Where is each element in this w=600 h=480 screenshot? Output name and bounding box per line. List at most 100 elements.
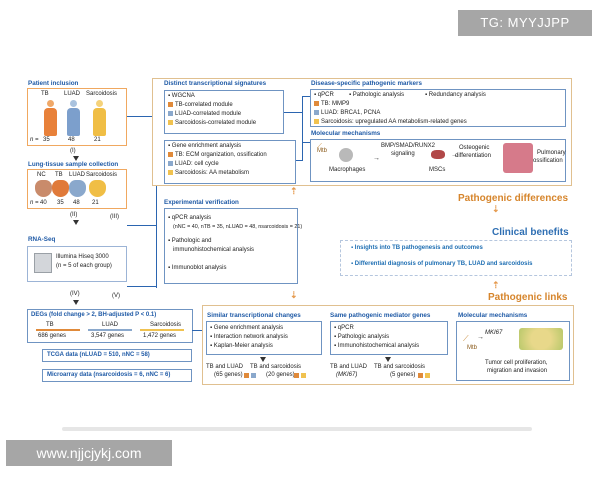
tcga-label: TCGA data (nLUAD = 510, nNC = 58) <box>47 352 150 358</box>
ossification-label: Pulmonary <box>537 150 566 156</box>
degs-count-luad: 3,547 genes <box>91 333 125 339</box>
tb-patient-icon <box>43 100 57 136</box>
degs-group-sarcoidosis: Sarcoidosis <box>150 322 182 328</box>
marker-luad-text: LUAD: BRCA1, PCNA <box>321 110 381 116</box>
mediator-right-count: (5 genes) <box>390 372 416 378</box>
tb-swatch <box>168 102 173 107</box>
down-arrow-icon <box>260 357 266 362</box>
mediator-box: ▪ qPCR ▪ Pathologic analysis ▪ Immunohis… <box>330 321 448 355</box>
verify-qpcr-text: qPCR analysis <box>171 215 212 221</box>
bacteria-icon: ⟋ <box>317 143 322 150</box>
luad-patient-icon <box>66 100 80 136</box>
lung-collection-box: NC TB LUAD Sarcoidosis n = 40 35 48 21 <box>27 169 127 209</box>
patient-inclusion-title: Patient inclusion <box>28 80 79 87</box>
down-arrow-icon: ⇣ <box>492 204 500 214</box>
count-tb: 35 <box>43 137 50 143</box>
verify-pathologic-text: Pathologic and <box>171 238 212 244</box>
count-nc: 40 <box>40 200 47 206</box>
arrow-right-icon: → <box>451 152 458 159</box>
tb-swatch <box>418 373 423 378</box>
connector-line <box>127 116 157 117</box>
enrichment-text: Gene enrichment analysis <box>171 143 242 149</box>
markers-title: Disease-specific pathogenic markers <box>311 80 422 87</box>
patient-inclusion-box: TB LUAD Sarcoidosis n = 35 48 21 <box>27 88 127 146</box>
verify-immunoblot-text: Immunoblot analysis <box>171 265 227 271</box>
tb-swatch <box>314 101 319 106</box>
mtb-label: Mtb <box>317 148 328 154</box>
osteo-label: Osteogenic <box>459 145 490 151</box>
similar-title: Similar transcriptional changes <box>207 312 301 319</box>
degs-group-luad: LUAD <box>102 322 119 328</box>
module-sarcoidosis: Sarcoidosis-correlated module <box>168 120 256 127</box>
distinct-title: Distinct transcriptional signatures <box>164 80 267 87</box>
mtb-label: Mtb <box>467 345 478 351</box>
watermark-top: TG: MYYJJPP <box>458 10 592 36</box>
watermark-bottom: www.njjcjykj.com <box>6 440 172 466</box>
gene-label: MKI67 <box>485 330 503 336</box>
rnaseq-box: Illumina Hiseq 3000 (n = 5 of each group… <box>27 246 127 282</box>
marker-iii: (III) <box>110 214 119 220</box>
down-arrow-icon <box>73 220 79 225</box>
module-sarcoidosis-text: Sarcoidosis-correlated module <box>175 120 257 126</box>
similar-km: ▪ Kaplan-Meier analysis <box>210 343 273 349</box>
module-luad-text: LUAD-correlated module <box>175 111 242 117</box>
n-label: n = <box>30 200 39 206</box>
similar-right-result: TB and sarcoidosis <box>250 364 302 370</box>
mscs-label: MSCs <box>429 167 446 173</box>
connector-line <box>192 330 202 331</box>
similar-km-text: Kaplan-Meier analysis <box>213 343 273 349</box>
method-qpcr-text: qPCR <box>317 92 334 98</box>
macrophage-icon <box>339 148 353 162</box>
marker-i: (I) <box>70 148 76 154</box>
mediator-title: Same pathogenic mediator genes <box>330 312 431 319</box>
sarcoidosis-swatch <box>301 373 306 378</box>
down-arrow-icon <box>385 357 391 362</box>
down-arrow-icon: ⇣ <box>290 290 298 300</box>
group-label-nc: NC <box>37 172 46 178</box>
mediator-left-result: TB and LUAD <box>330 364 368 370</box>
connector-line <box>302 96 303 161</box>
marker-luad: LUAD: BRCA1, PCNA <box>314 110 380 117</box>
similar-right-count: (20 genes) <box>266 372 295 378</box>
arrow-right-icon: → <box>477 334 484 341</box>
group-label-sarcoidosis: Sarcoidosis <box>86 91 118 97</box>
enrichment-box: ▪ Gene enrichment analysis TB: ECM organ… <box>164 140 296 184</box>
similar-network-text: Interaction network analysis <box>213 334 288 340</box>
group-label-tb: TB <box>55 172 63 178</box>
degs-count-tb: 686 genes <box>38 333 67 339</box>
connector-line <box>302 96 310 97</box>
marker-ii: (II) <box>70 212 78 218</box>
ossification-image <box>503 143 533 173</box>
count-luad: 48 <box>73 200 80 206</box>
up-arrow-icon: ⇡ <box>290 186 298 196</box>
method-pathologic: ▪ Pathologic analysis <box>349 92 405 98</box>
tb-swatch <box>244 373 249 378</box>
benefit-diagnosis-text: Differential diagnosis of pulmonary TB, … <box>354 261 533 267</box>
verify-immunoblot: ▪ Immunoblot analysis <box>168 265 227 271</box>
markers-box: ▪ qPCR ▪ Pathologic analysis ▪ Redundanc… <box>310 89 566 127</box>
luad-lung-icon <box>69 180 86 197</box>
clinical-benefits: Clinical benefits <box>492 227 569 238</box>
marker-tb: TB: MMP9 <box>314 101 349 108</box>
count-sarcoidosis: 21 <box>94 137 101 143</box>
luad-underline <box>88 329 132 331</box>
verification-title: Experimental verification <box>164 199 239 206</box>
similar-enrichment: ▪ Gene enrichment analysis <box>210 325 284 331</box>
tb-swatch <box>294 373 299 378</box>
sarcoidosis-lung-icon <box>89 180 106 197</box>
mediator-left-count: (MKI67) <box>336 372 358 378</box>
similar-network: ▪ Interaction network analysis <box>210 334 288 340</box>
method-pathologic-text: Pathologic analysis <box>352 92 405 98</box>
mediator-qpcr-text: qPCR <box>337 325 354 331</box>
connector-line <box>156 88 157 288</box>
degs-group-tb: TB <box>46 322 54 328</box>
similar-left-count: (65 genes) <box>214 372 243 378</box>
group-label-sarcoidosis: Sarcoidosis <box>86 172 118 178</box>
verify-ihc: immunohistochemical analysis <box>173 247 255 253</box>
pathogenic-differences: Pathogenic differences <box>458 193 569 204</box>
method-redundancy-text: Redundancy analysis <box>428 92 486 98</box>
lung-collection-title: Lung-tissue sample collection <box>28 161 119 168</box>
marker-tb-text: TB: MMP9 <box>321 101 350 107</box>
arrow-right-icon: → <box>373 155 380 162</box>
count-tb: 35 <box>57 200 64 206</box>
